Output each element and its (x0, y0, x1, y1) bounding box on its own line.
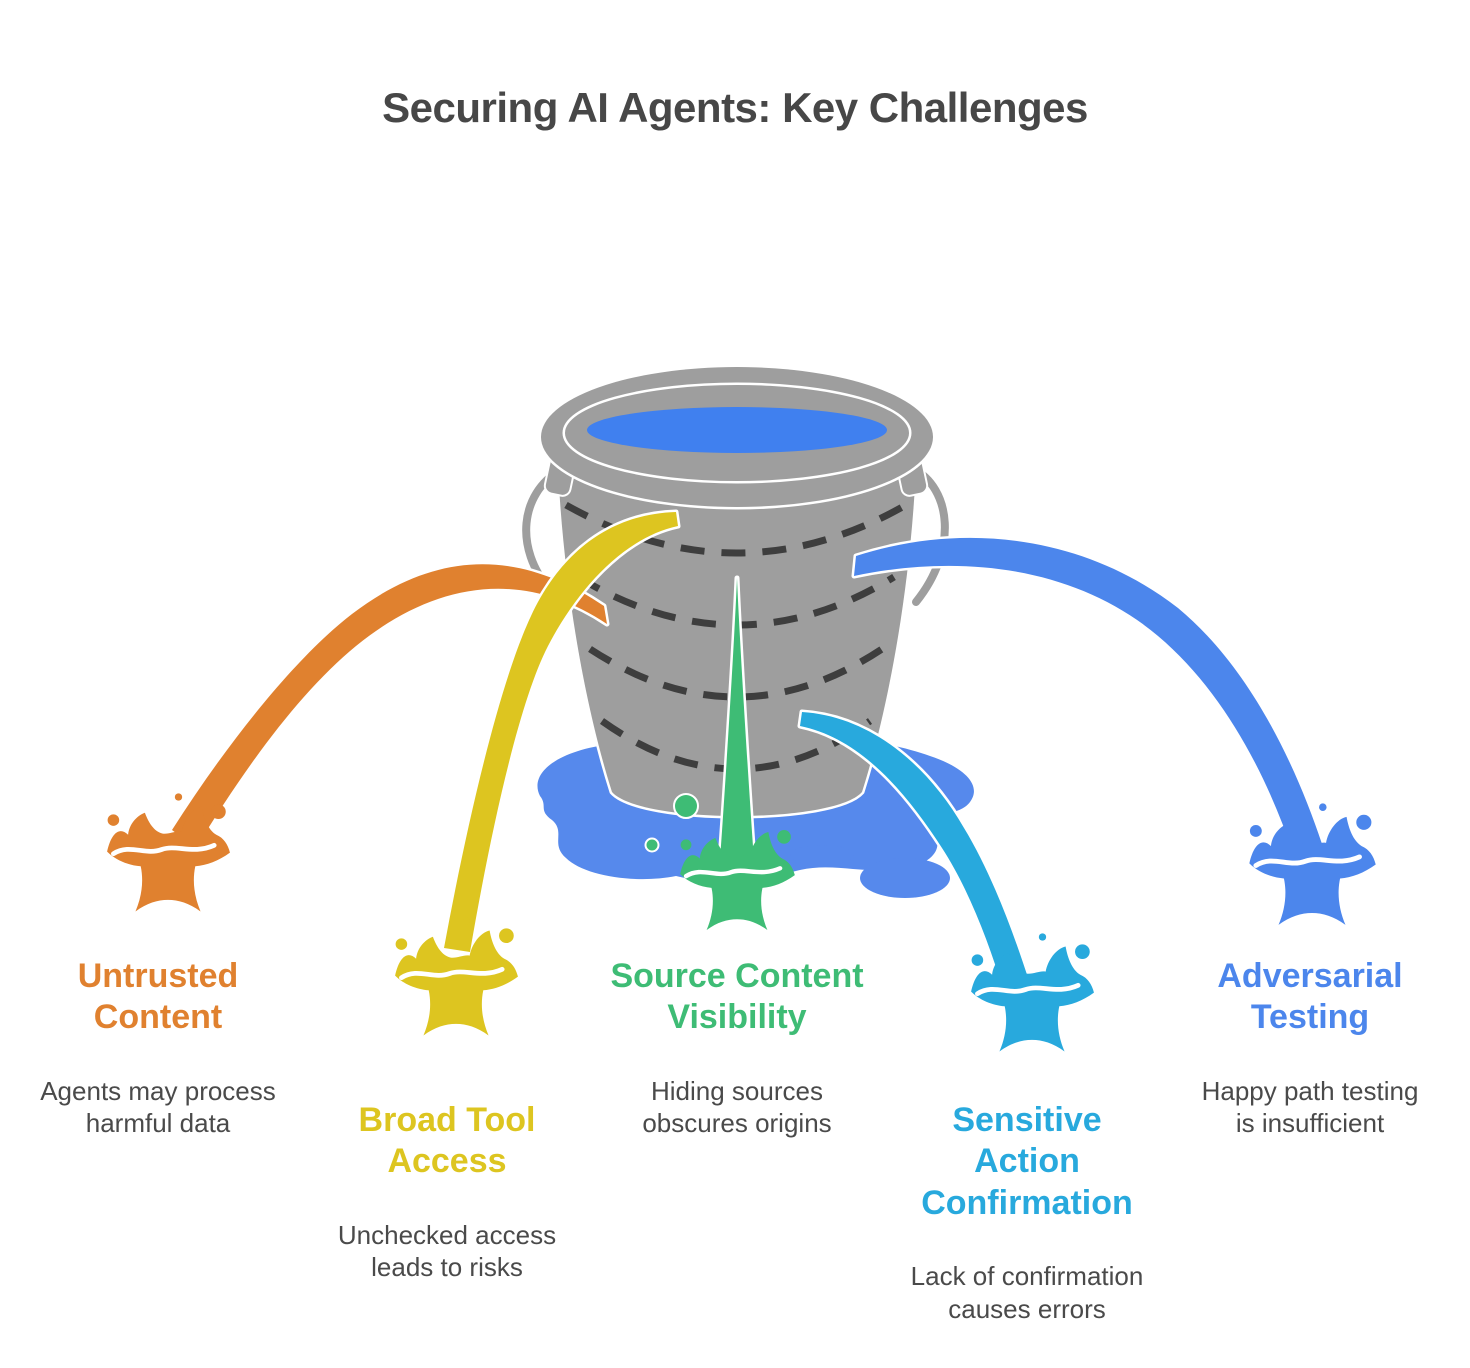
challenge-description: Agents may process harmful data (40, 1075, 276, 1139)
puddle-satellite-large (860, 858, 950, 898)
challenge-label: Sensitive Action Confirmation (921, 1101, 1133, 1222)
challenge-untrusted-content: Untrusted Content Agents may process har… (18, 938, 298, 1158)
challenge-broad-tool-access: Broad Tool Access Unchecked access leads… (307, 1082, 587, 1302)
page-title: Securing AI Agents: Key Challenges (382, 84, 1088, 131)
challenge-sensitive-action-confirmation: Sensitive Action Confirmation Lack of co… (887, 1082, 1167, 1343)
water-surface (587, 407, 887, 453)
challenge-description: Unchecked access leads to risks (337, 1219, 557, 1283)
challenge-description: Hiding sources obscures origins (642, 1075, 832, 1139)
challenge-description: Happy path testing is insufficient (1201, 1075, 1419, 1139)
green-drip-dot-large (673, 793, 699, 819)
challenge-label: Source Content Visibility (610, 957, 864, 1037)
challenge-label: Broad Tool Access (358, 1101, 536, 1181)
stream-yellow (441, 509, 681, 955)
challenge-label: Untrusted Content (77, 957, 239, 1037)
challenge-description: Lack of confirmation causes errors (910, 1261, 1144, 1324)
challenge-label: Adversarial Testing (1217, 957, 1403, 1037)
green-drip-dot-small (644, 837, 660, 853)
puddle-satellite-small (790, 845, 854, 865)
orange-splash-icon (107, 793, 230, 911)
challenge-source-content-visibility: Source Content Visibility Hiding sources… (587, 938, 887, 1158)
challenge-adversarial-testing: Adversarial Testing Happy path testing i… (1170, 938, 1450, 1158)
